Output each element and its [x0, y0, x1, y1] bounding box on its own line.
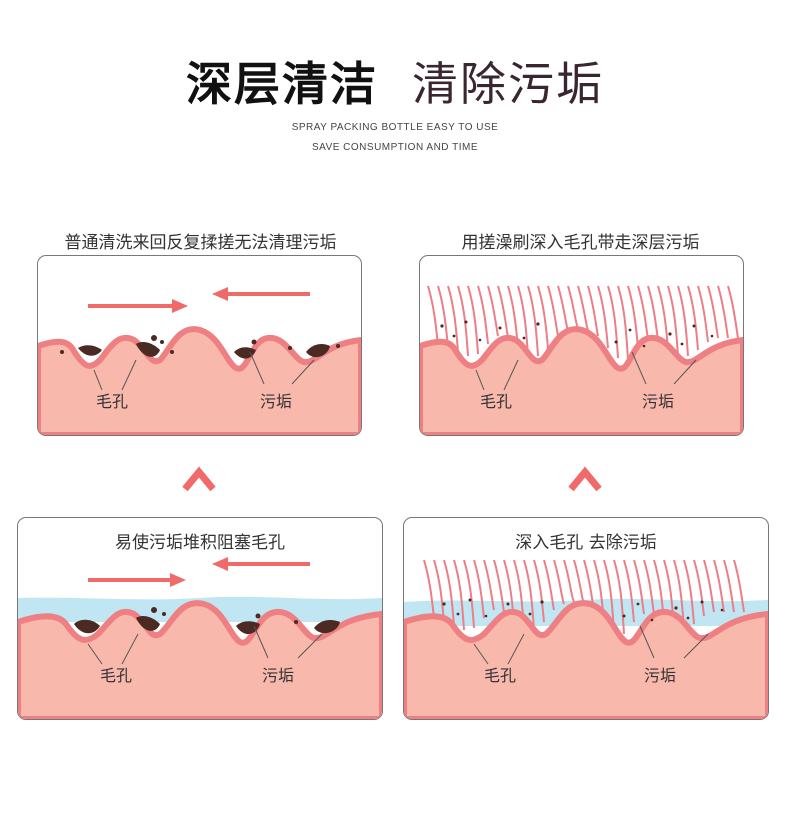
caption-bottom-right: 深入毛孔 去除污垢: [515, 533, 657, 553]
skin-diagram-top-left: [38, 287, 361, 435]
pore-label: 毛孔: [480, 392, 513, 411]
dirt-particles: [60, 335, 340, 359]
pointer-lines: [93, 351, 315, 391]
pointer-lines: [473, 625, 709, 665]
skin-layer: [38, 326, 361, 435]
tagline-line-1: SPRAY PACKING BOTTLE EASY TO USE: [291, 122, 499, 133]
title-row: 深层清洁清除污垢: [0, 48, 790, 111]
pore-label: 毛孔: [100, 666, 133, 685]
skin-diagram-bottom-left: [18, 557, 382, 719]
dirt-particles: [74, 607, 340, 635]
pore-label: 毛孔: [96, 392, 129, 411]
page-title: 深层清洁: [186, 57, 378, 111]
skin-diagram-top-right: [420, 285, 743, 435]
skin-layer: [420, 326, 743, 435]
tagline-line-2: SAVE CONSUMPTION AND TIME: [311, 142, 479, 153]
dirt-label: 污垢: [260, 392, 293, 411]
up-chevron-icon: [182, 466, 216, 492]
panel-top-left: 毛孔 污垢: [37, 255, 362, 436]
caption-top-right: 用搓澡刷深入毛孔带走深层污垢: [461, 233, 700, 253]
loosened-dirt: [442, 598, 724, 622]
pointer-lines: [87, 625, 323, 665]
rubbing-arrows: [88, 557, 310, 587]
pore-label: 毛孔: [484, 666, 517, 685]
loosened-dirt: [440, 320, 714, 348]
rubbing-arrows: [88, 287, 310, 313]
dirt-label: 污垢: [642, 392, 675, 411]
pointer-lines: [475, 351, 697, 391]
dirt-label: 污垢: [262, 666, 295, 685]
up-chevron-icon: [568, 466, 602, 492]
skin-layer: [18, 600, 382, 719]
caption-top-left: 普通清洗来回反复揉搓无法清理污垢: [64, 233, 337, 253]
panel-bottom-right: 深入毛孔 去除污垢: [403, 517, 769, 720]
panel-top-right: 毛孔 污垢: [419, 255, 744, 436]
panel-bottom-left: 易使污垢堆积阻塞毛孔 毛孔 污垢: [17, 517, 383, 720]
skin-diagram-bottom-right: [404, 559, 768, 719]
caption-bottom-left: 易使污垢堆积阻塞毛孔: [115, 533, 285, 553]
skin-layer: [404, 600, 768, 719]
page-subtitle: 清除污垢: [412, 57, 604, 111]
dirt-label: 污垢: [644, 666, 677, 685]
